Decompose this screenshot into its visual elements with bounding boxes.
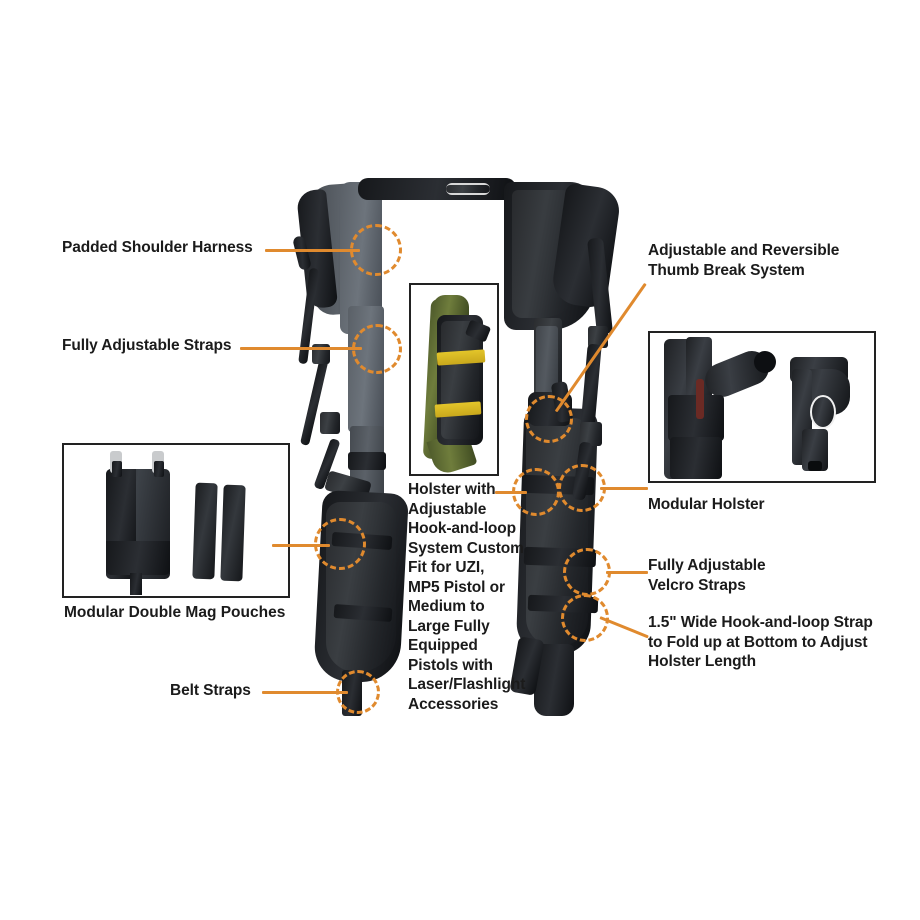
label-adjustable-reversible-thumb-break-system: Adjustable and Reversible Thumb Break Sy… [648,242,840,279]
inset-modular-holster [648,331,876,483]
inset-caption-mag-pouches: Modular Double Mag Pouches [64,604,286,621]
leader-fully-adjustable-straps [240,347,362,350]
ring-wide-hook-and-loop-strap [561,594,609,642]
leader-padded-shoulder-harness [265,249,360,252]
inset-modular-double-mag-pouches [62,443,290,598]
ring-mag-pouch [314,518,366,570]
ring-padded-shoulder-harness [350,224,402,276]
label-wide-hook-and-loop-strap: 1.5" Wide Hook-and-loop Strap to Fold up… [648,614,873,670]
label-belt-straps: Belt Straps [170,682,251,699]
magazine [220,484,246,582]
ring-modular-holster [558,464,606,512]
inset-holster-adjustable-system [409,283,499,476]
leader-fully-adjustable-velcro-straps [606,571,648,574]
ring-thumb-break-system [525,395,573,443]
leader-modular-holster [600,487,648,490]
leader-holster-inset-left [495,491,527,494]
leader-mag-pouch-link [272,544,330,547]
inset-caption-holster-adjustable: Holster with Adjustable Hook-and-loop Sy… [408,481,526,713]
label-fully-adjustable-velcro-straps: Fully Adjustable Velcro Straps [648,557,766,594]
ring-fully-adjustable-velcro-straps [563,548,611,596]
magazine [192,482,218,580]
leader-belt-straps [262,691,348,694]
label-modular-holster: Modular Holster [648,496,765,513]
ring-holster-left [512,468,560,516]
ring-fully-adjustable-straps [352,324,402,374]
ring-belt-straps [336,670,380,714]
label-padded-shoulder-harness: Padded Shoulder Harness [62,239,253,256]
label-fully-adjustable-straps: Fully Adjustable Straps [62,337,232,354]
